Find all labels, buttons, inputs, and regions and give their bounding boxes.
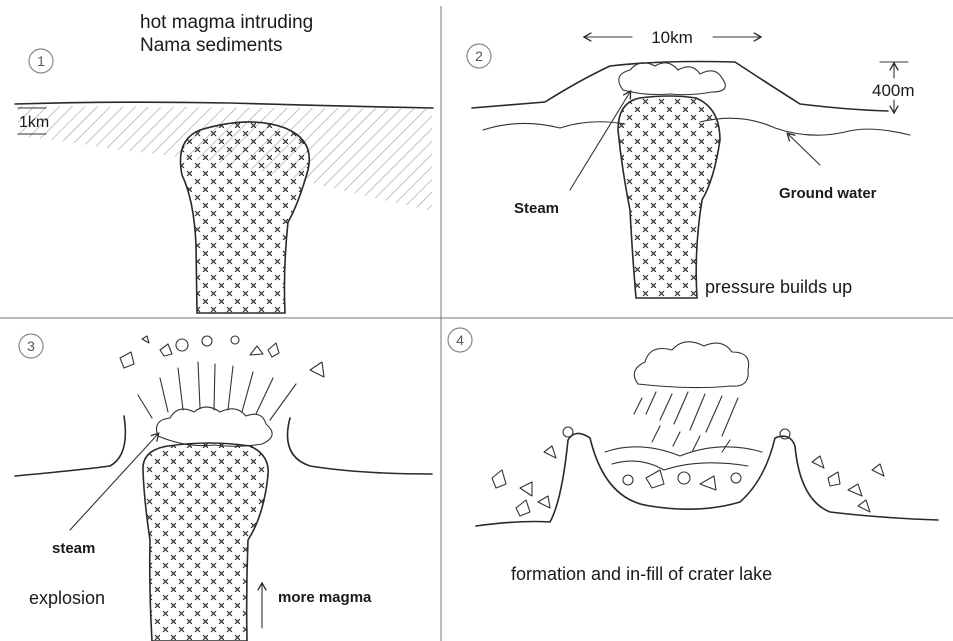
crater-rim-left	[15, 416, 125, 476]
height-label: 400m	[872, 81, 915, 100]
magma-plug-1	[180, 122, 309, 313]
crater-rim-right	[288, 418, 433, 474]
steam-label-2: Steam	[514, 200, 559, 217]
panel-2-number: 2	[475, 48, 483, 64]
panel-1: 1 hot magma intruding Nama sediments 1km	[15, 12, 433, 313]
explosion-label: explosion	[29, 588, 105, 608]
magma-label: more magma	[278, 589, 372, 606]
rain-streaks	[634, 392, 738, 452]
magma-plug-3	[143, 443, 268, 641]
panel-3: 3 steam explosion more magma	[15, 334, 432, 641]
steam-cloud-3	[157, 407, 273, 446]
panel-3-number: 3	[27, 338, 35, 354]
panel-1-number: 1	[37, 53, 45, 69]
crater-lake	[605, 447, 762, 456]
panel-2: 2 10km 400m Steam Ground water pressure …	[467, 28, 915, 298]
panel-4-number: 4	[456, 332, 464, 348]
groundwater-pointer	[788, 134, 820, 165]
depth-label: 1km	[19, 114, 49, 131]
panel-4-caption: formation and in-fill of crater lake	[511, 564, 772, 584]
panel-1-caption-line2: Nama sediments	[140, 35, 283, 56]
ejecta-debris	[120, 336, 324, 420]
crater-infill-debris	[612, 461, 748, 490]
width-label: 10km	[651, 28, 693, 47]
steam-cloud-2	[619, 63, 726, 95]
panel-4: 4 formation and	[448, 328, 938, 584]
groundwater-label: Ground water	[779, 185, 877, 202]
steam-label-3: steam	[52, 540, 95, 557]
panel-2-caption: pressure builds up	[705, 277, 852, 297]
panel-1-caption-line1: hot magma intruding	[140, 12, 313, 33]
rain-cloud	[634, 342, 748, 388]
magma-plug-2	[618, 96, 720, 298]
crater-rim-boulders	[492, 427, 884, 516]
